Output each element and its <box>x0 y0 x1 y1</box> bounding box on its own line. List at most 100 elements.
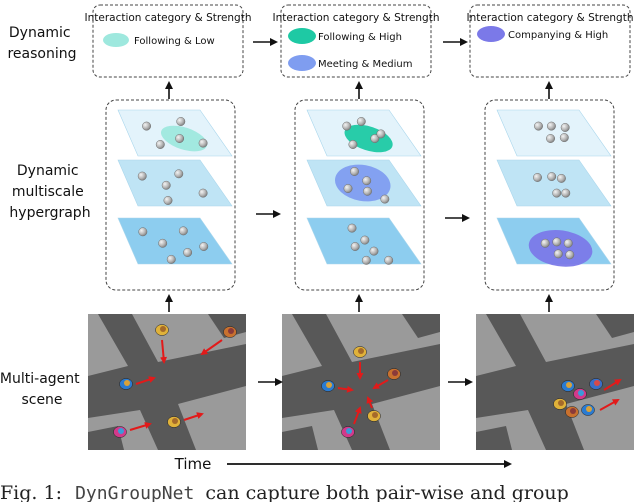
agent-node <box>384 255 394 265</box>
scene-panels <box>88 314 634 450</box>
agent-node <box>348 140 358 149</box>
pedestrian-head <box>372 412 378 418</box>
agent-node <box>540 238 550 248</box>
agent-node <box>561 188 571 198</box>
legend-swatch-following-high <box>288 28 316 44</box>
scene-road <box>402 314 440 338</box>
pedestrian-head <box>118 428 124 434</box>
agent-node <box>552 188 562 198</box>
pedestrian-head <box>346 428 352 434</box>
reasoning-box-title: Interaction category & Strength <box>273 12 440 24</box>
reasoning-box-title: Interaction category & Strength <box>467 12 634 24</box>
motion-arrow <box>200 339 223 356</box>
agent-node <box>183 248 193 257</box>
agent-node <box>363 186 372 196</box>
agent-node <box>360 235 370 245</box>
agent-node <box>199 242 209 251</box>
agent-node <box>362 176 372 186</box>
scene-panel <box>282 314 440 450</box>
legend-label: Meeting & Medium <box>318 59 412 70</box>
agent-node <box>356 117 366 126</box>
pedestrian-head <box>392 370 398 376</box>
scene-road <box>476 314 634 450</box>
agent-node <box>175 134 185 143</box>
agent-node <box>142 121 152 131</box>
pedestrian-head <box>594 380 600 386</box>
scene-panel <box>476 314 634 450</box>
agent-node <box>556 173 566 183</box>
hypergraph-layer <box>496 109 612 157</box>
scene-road <box>88 314 246 450</box>
agent-node <box>369 246 379 256</box>
motion-arrow <box>183 412 204 421</box>
scene-panel <box>88 314 246 450</box>
agent-node <box>158 238 168 248</box>
motion-arrow <box>337 385 354 393</box>
agent-node <box>198 188 208 198</box>
agent-node <box>198 138 208 148</box>
agent-node <box>163 196 173 205</box>
agent-node <box>350 167 359 176</box>
agent-node <box>534 121 543 131</box>
agent-node <box>155 140 165 149</box>
pedestrian-head <box>578 390 584 396</box>
pedestrian-head <box>326 382 332 388</box>
scene-road <box>596 314 634 338</box>
legend-label: Following & Low <box>134 36 215 47</box>
agent-node <box>166 254 176 264</box>
agent-node <box>552 237 562 247</box>
reasoning-box-1: Interaction category & Strength Followin… <box>85 4 252 78</box>
motion-arrow <box>160 339 168 364</box>
agent-node <box>174 169 184 179</box>
legend-swatch-companying-high <box>477 26 505 42</box>
agent-node <box>563 238 573 248</box>
motion-arrow <box>599 399 620 411</box>
legend-swatch-following-low <box>103 33 129 47</box>
pedestrian-head <box>358 348 364 354</box>
agent-node <box>380 194 390 204</box>
motion-arrow <box>353 406 362 425</box>
motion-arrow <box>129 422 152 431</box>
motion-arrow <box>372 379 389 389</box>
time-label: Time <box>174 455 212 473</box>
agent-node <box>137 171 147 181</box>
legend-swatch-meeting-medium <box>288 55 316 71</box>
agent-node <box>361 255 371 265</box>
agent-node <box>347 223 357 233</box>
motion-arrow <box>603 378 622 391</box>
reasoning-box-3: Interaction category & Strength Companyi… <box>467 4 634 78</box>
agent-node <box>161 180 171 190</box>
agent-node <box>553 249 563 259</box>
legend-label: Companying & High <box>508 30 608 41</box>
hypergraph-layers <box>117 109 612 267</box>
motion-arrow <box>366 396 374 409</box>
row-label-scene: Multi-agent scene <box>0 371 84 408</box>
pedestrian-head <box>160 326 166 332</box>
agent-node <box>342 121 352 131</box>
agent-node <box>176 117 186 126</box>
pedestrian-head <box>586 406 592 412</box>
figure-caption: Fig. 1: DynGroupNet can capture both pai… <box>0 482 569 502</box>
agent-node <box>350 242 360 251</box>
agent-node <box>178 226 188 236</box>
reasoning-box-2: Interaction category & Strength Followin… <box>273 4 440 78</box>
agent-node <box>343 184 353 193</box>
row-label-reasoning: Dynamic reasoning <box>7 25 76 62</box>
pedestrian-head <box>228 328 234 334</box>
agent-node <box>546 134 555 143</box>
pedestrian-head <box>558 400 564 406</box>
agent-node <box>533 173 542 182</box>
hypergraph-layer <box>496 159 612 207</box>
row-label-hypergraph: Dynamic multiscale hypergraph <box>9 163 90 221</box>
hyperedge <box>160 125 208 152</box>
vertical-arrows <box>165 81 553 312</box>
motion-arrow <box>135 376 156 385</box>
agent-node <box>560 123 570 132</box>
agent-node <box>370 134 380 143</box>
agent-node <box>565 250 575 260</box>
agent-node <box>559 133 569 143</box>
agent-node <box>376 129 386 139</box>
scene-road <box>282 314 440 450</box>
scene-road <box>282 426 318 450</box>
